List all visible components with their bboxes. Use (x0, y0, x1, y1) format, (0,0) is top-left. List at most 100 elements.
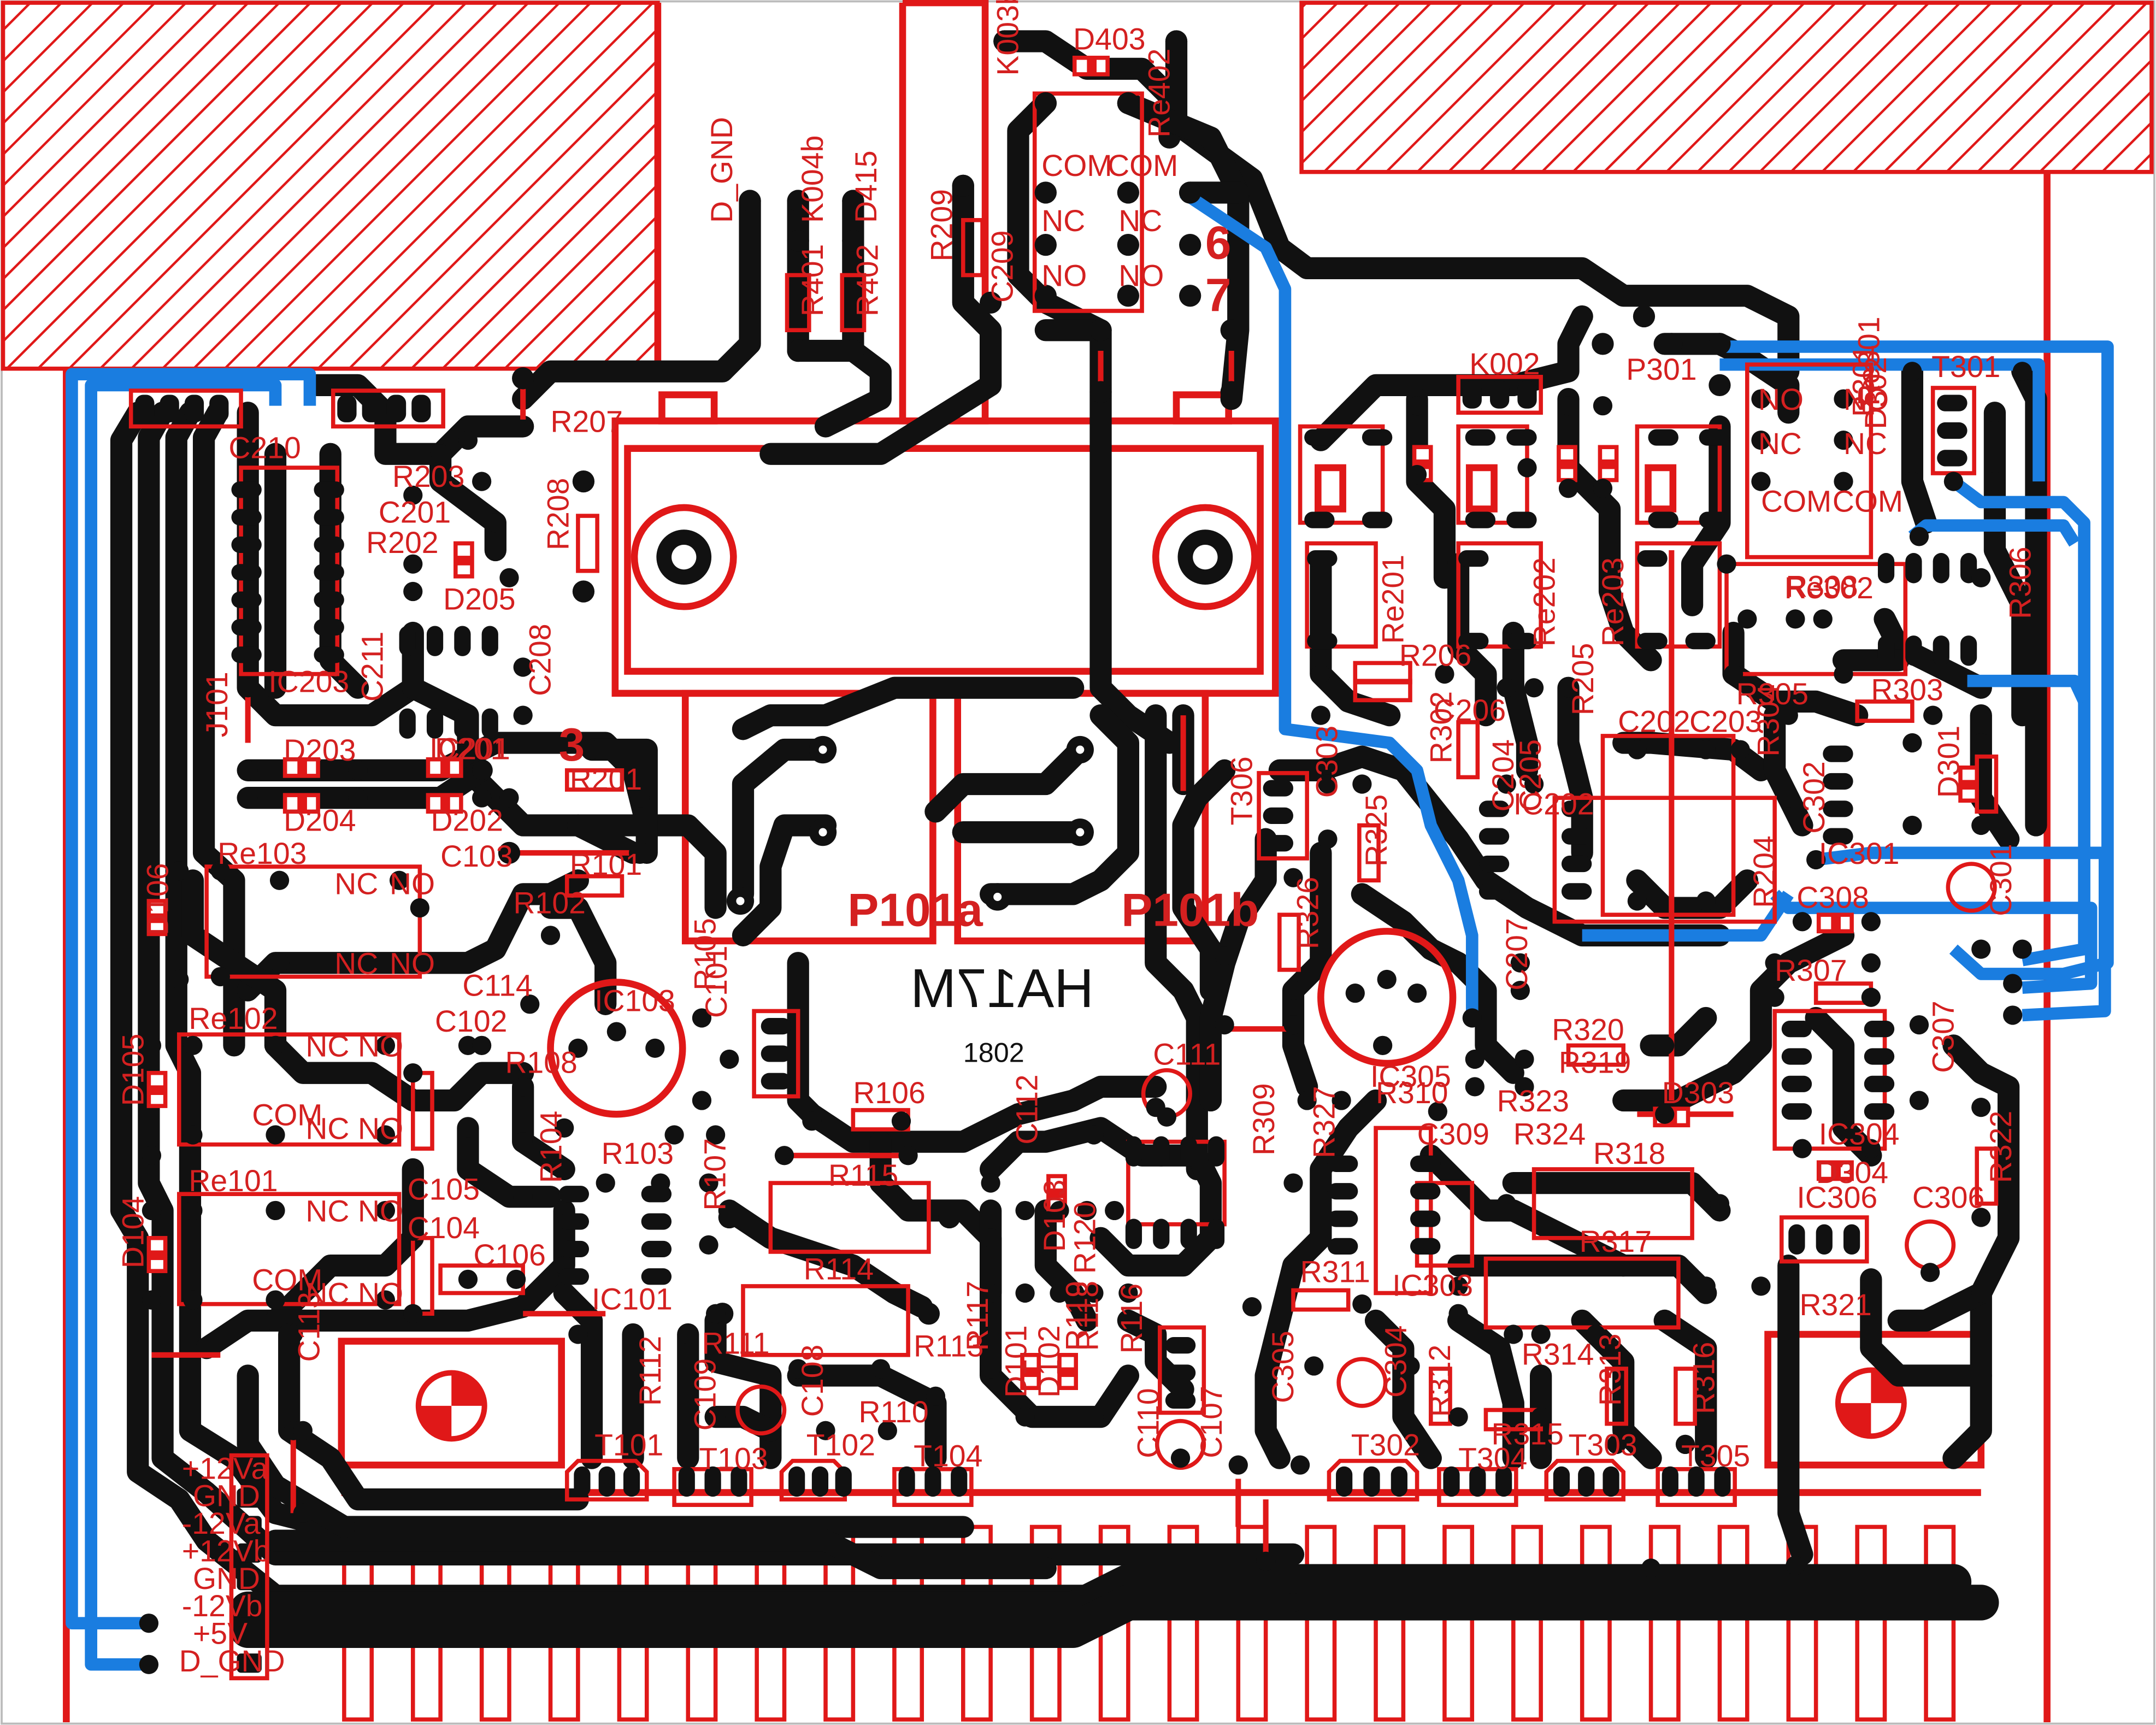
connector-label-p101b: P101b (1121, 884, 1259, 936)
refdes-label: Re202 (1527, 557, 1561, 646)
refdes-label: T305 (1681, 1439, 1750, 1473)
power-pin-label: +12Va (182, 1451, 268, 1485)
refdes-label: R104 (534, 1111, 568, 1183)
refdes-label: Re103 (217, 837, 307, 870)
refdes-label: C306 (1912, 1180, 1984, 1214)
contact-label: NC (1118, 204, 1162, 238)
refdes-label: R202 (366, 526, 438, 560)
refdes-label: R325 (1359, 794, 1393, 867)
refdes-label: R107 (698, 1138, 732, 1210)
refdes-label: C108 (796, 1345, 829, 1417)
refdes-label: D105 (116, 1034, 150, 1106)
refdes-label: D202 (431, 804, 503, 838)
refdes-label: C204 (1486, 739, 1520, 811)
contact-label: COM (1041, 149, 1112, 182)
refdes-label: R307 (1775, 953, 1847, 987)
contact-label: NO (1041, 259, 1087, 293)
refdes-label: D201 (435, 732, 507, 766)
refdes-label: D101 (999, 1325, 1033, 1397)
refdes-label: R314 (1522, 1337, 1594, 1371)
refdes-label: C113 (292, 1292, 326, 1362)
power-pin-label: +5V (193, 1616, 248, 1650)
jumper-wires (66, 187, 2114, 1671)
refdes-label: C103 (440, 839, 513, 873)
solder-pads (135, 30, 2032, 1674)
refdes-label: R318 (1593, 1137, 1665, 1170)
refdes-label: C202 (1618, 704, 1690, 738)
refdes-label: C114 (462, 969, 532, 1003)
keepout-zone-left (1, 1, 660, 371)
refdes-label: C211 (355, 632, 389, 702)
refdes-label: Re402 (1142, 49, 1176, 138)
refdes-label: R205 (1566, 643, 1600, 715)
refdes-label: IC101 (592, 1282, 673, 1316)
refdes-label: R309 (1247, 1083, 1281, 1155)
red-jumpers (151, 350, 1734, 1562)
contact-label: NO (390, 867, 435, 900)
refdes-label: IC303 (1392, 1269, 1473, 1303)
contact-label: NO (1758, 382, 1804, 416)
refdes-label: D403 (1073, 22, 1145, 56)
refdes-label: IC201 (429, 732, 510, 766)
refdes-label: T102 (806, 1428, 875, 1462)
refdes-label: R116 (1115, 1284, 1148, 1353)
refdes-label: R302 (1424, 691, 1458, 763)
refdes-label: C106 (474, 1238, 546, 1272)
refdes-label: C104 (408, 1211, 480, 1245)
top-pin-label: K004b (796, 136, 829, 223)
refdes-label: C206 (1434, 693, 1506, 727)
terminal-label-3: 3 (559, 719, 585, 771)
refdes-label: R326 (1291, 877, 1324, 949)
contact-label: NC (334, 946, 378, 980)
contact-label: NO (1118, 259, 1164, 293)
refdes-label: K002 (1469, 347, 1540, 381)
refdes-label: R303 (1871, 673, 1943, 707)
refdes-label: R209 (925, 189, 959, 261)
refdes-label: R208 (541, 478, 575, 550)
refdes-label: R306 (2003, 547, 2037, 619)
refdes-label: R304 (1752, 684, 1786, 756)
contact-label: COM (1108, 149, 1178, 182)
contact-label: NC (1758, 427, 1802, 461)
refdes-label: R113 (914, 1329, 983, 1363)
power-pin-label: D_GND (179, 1644, 285, 1678)
refdes-label: Re102 (188, 1002, 278, 1035)
terminal-label-6: 6 (1205, 217, 1232, 269)
contact-label: NO (358, 1194, 403, 1228)
refdes-label: D205 (443, 582, 515, 616)
contact-label: NO (358, 1029, 403, 1063)
refdes-label: T104 (914, 1439, 982, 1473)
refdes-label: R322 (1984, 1111, 2018, 1183)
contact-label: COM (1833, 485, 1903, 519)
refdes-label: R319 (1559, 1046, 1631, 1080)
reference-designators: IC101IC103IC201IC202IC203IC301IC303IC304… (116, 0, 2037, 1476)
part-number-marking: НА17М (910, 958, 1094, 1019)
contact-label: NC (1843, 427, 1887, 461)
refdes-label: R401 (796, 244, 829, 316)
contact-label: NC (1041, 204, 1085, 238)
refdes-label: C205 (1513, 739, 1547, 811)
contact-label: NC (305, 1194, 349, 1228)
refdes-label: IC202 (1513, 787, 1594, 821)
power-pin-label: GND (193, 1562, 260, 1596)
refdes-label: R308 (1786, 570, 1858, 604)
refdes-label: C105 (408, 1172, 480, 1206)
refdes-label: R201 (570, 762, 642, 796)
refdes-label: D102 (1032, 1325, 1066, 1397)
refdes-label: R108 (505, 1046, 577, 1080)
refdes-label: R106 (853, 1076, 925, 1110)
terminal-label-7: 7 (1205, 269, 1232, 321)
refdes-label: R402 (851, 244, 885, 316)
refdes-label: R110 (858, 1395, 928, 1429)
power-pin-label: GND (193, 1479, 260, 1513)
top-pin-label: D415 (849, 150, 883, 222)
power-pin-label: +12Vb (182, 1534, 270, 1568)
diodes (146, 55, 1979, 1390)
refdes-label: C208 (523, 623, 557, 696)
refdes-label: IC306 (1796, 1180, 1877, 1214)
refdes-label: R119 (1059, 1281, 1093, 1351)
contact-label: COM (252, 1098, 322, 1132)
refdes-label: C201 (379, 496, 451, 529)
refdes-label: D303 (1662, 1076, 1734, 1110)
